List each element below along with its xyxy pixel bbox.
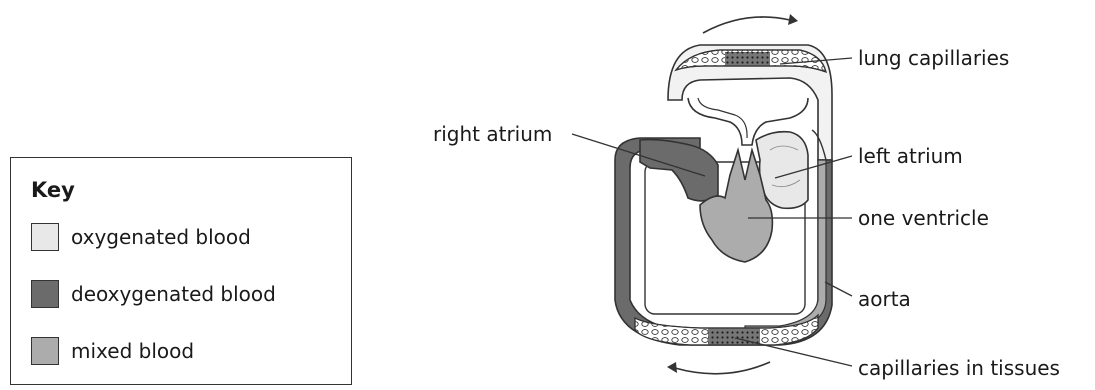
top-arrow-head bbox=[788, 14, 798, 25]
label-left-atrium: left atrium bbox=[858, 144, 963, 168]
bottom-arrow-head bbox=[667, 362, 677, 373]
label-right-atrium: right atrium bbox=[433, 122, 552, 146]
label-capillaries-in-tissues: capillaries in tissues bbox=[858, 356, 1060, 380]
top-rotation-arrow bbox=[703, 17, 790, 33]
tissue-capillary-bed bbox=[635, 315, 818, 345]
label-lung-capillaries: lung capillaries bbox=[858, 46, 1009, 70]
label-aorta: aorta bbox=[858, 287, 911, 311]
bottom-rotation-arrow bbox=[675, 362, 770, 374]
label-one-ventricle: one ventricle bbox=[858, 206, 989, 230]
